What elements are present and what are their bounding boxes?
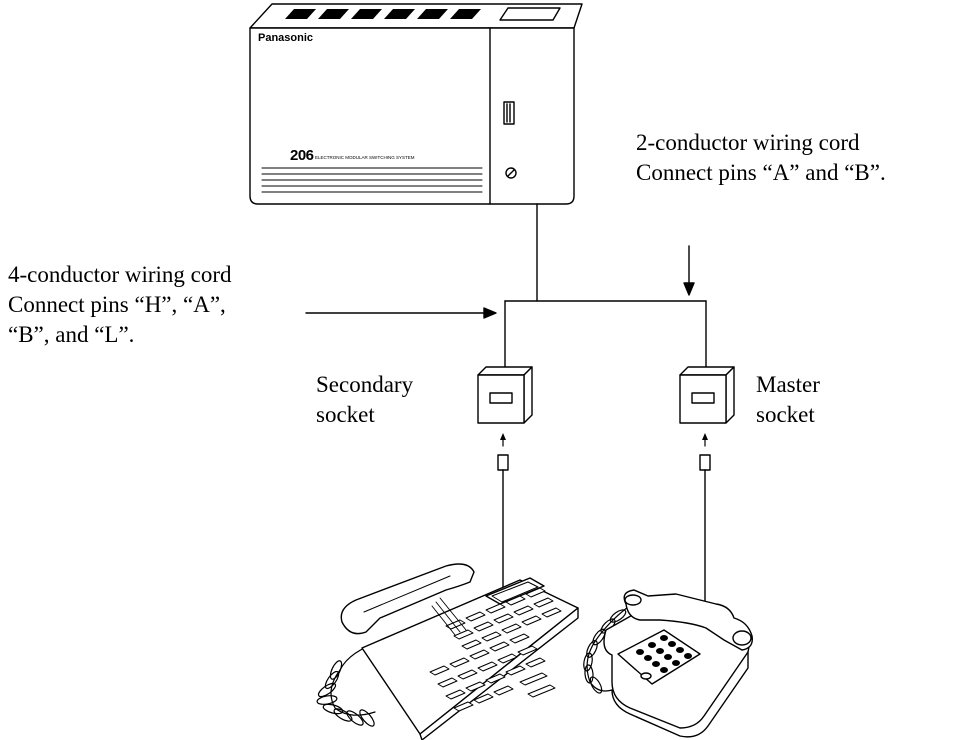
pbx-system-label: ELECTRONIC MODULAR SWITCHING SYSTEM	[315, 155, 415, 160]
standard-telephone	[583, 589, 753, 738]
pbx-unit	[249, 3, 583, 205]
secondary-socket-box	[477, 366, 533, 424]
four-conductor-label-line3: “B”, and “L”.	[8, 322, 135, 347]
secondary-socket-label-line1: Secondary	[316, 372, 414, 397]
four-conductor-label-line2: Connect pins “H”, “A”,	[8, 292, 226, 317]
pbx-model-label: 206	[290, 147, 314, 164]
pbx-latch	[503, 101, 515, 125]
pbx-front-lines	[261, 167, 483, 193]
proprietary-telephone	[316, 563, 579, 740]
master-socket-label-line2: socket	[756, 402, 815, 427]
pbx-top-vents	[285, 9, 481, 19]
secondary-socket-label-line2: socket	[316, 402, 375, 427]
proprietary-phone-cord	[316, 639, 387, 727]
secondary-plug	[497, 433, 509, 605]
wiring-lines	[504, 203, 707, 369]
pbx-brand-label: Panasonic	[258, 32, 314, 44]
proprietary-phone-keys	[429, 587, 562, 712]
two-conductor-label-line2: Connect pins “A” and “B”.	[636, 160, 886, 185]
two-conductor-label-line1: 2-conductor wiring cord	[636, 130, 860, 155]
master-plug	[699, 433, 711, 605]
master-socket-box	[679, 366, 735, 424]
four-conductor-label-line1: 4-conductor wiring cord	[8, 262, 232, 287]
pointer-arrows	[305, 245, 695, 319]
master-socket-label-line1: Master	[756, 372, 820, 397]
standard-phone-keys	[636, 635, 692, 673]
